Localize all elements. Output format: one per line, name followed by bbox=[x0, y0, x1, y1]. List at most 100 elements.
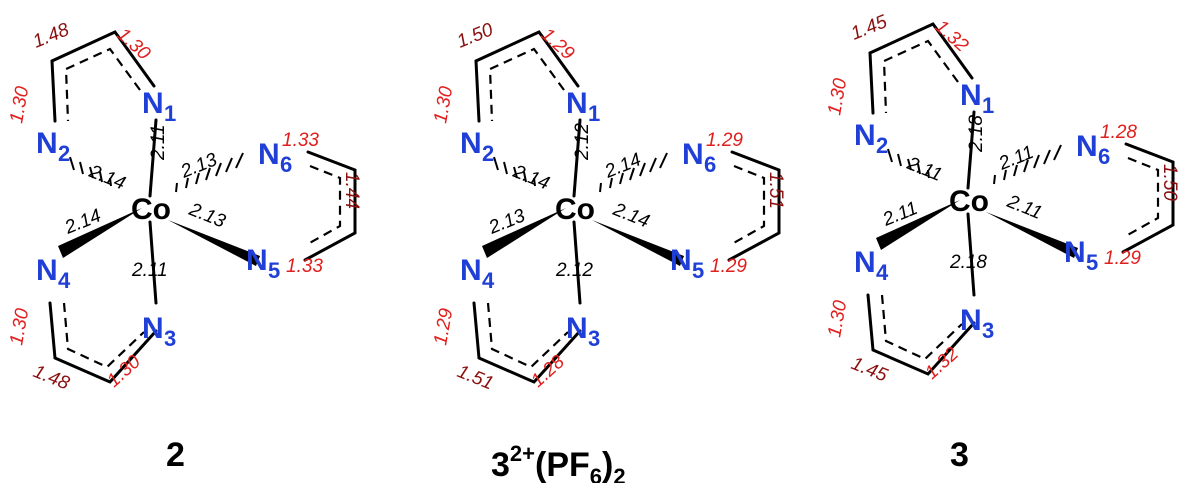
length-bot-cn3: 1.28 bbox=[527, 351, 569, 392]
length-top-cc: 1.48 bbox=[30, 19, 73, 52]
svg-text:6: 6 bbox=[280, 152, 292, 177]
svg-text:N: N bbox=[258, 138, 280, 171]
svg-text:N: N bbox=[142, 87, 164, 120]
distance-co-n5: 2.14 bbox=[609, 199, 652, 233]
svg-text:2: 2 bbox=[876, 133, 888, 158]
length-bot-cn3: 1.32 bbox=[921, 343, 963, 384]
svg-text:N: N bbox=[566, 312, 588, 345]
svg-text:N: N bbox=[682, 138, 704, 171]
svg-text:6: 6 bbox=[704, 152, 716, 177]
svg-text:N: N bbox=[1064, 236, 1086, 269]
svg-text:32+(PF6)2: 32+(PF6)2 bbox=[491, 441, 626, 483]
length-bot-cn4: 1.30 bbox=[6, 306, 33, 346]
svg-text:1: 1 bbox=[982, 93, 994, 118]
length-bot-cc: 1.51 bbox=[454, 361, 496, 394]
svg-text:N: N bbox=[960, 304, 982, 337]
compound-label-3-dication: 32+(PF6)2 bbox=[491, 441, 626, 483]
svg-text:4: 4 bbox=[876, 260, 889, 285]
svg-text:3: 3 bbox=[982, 318, 994, 343]
length-left-cn2: 1.30 bbox=[824, 76, 851, 116]
length-right-cn6: 1.29 bbox=[706, 130, 743, 151]
svg-text:N: N bbox=[36, 127, 58, 160]
length-right-cc: 1.44 bbox=[341, 172, 362, 209]
compound-label-2: 2 bbox=[166, 436, 185, 474]
length-bot-cn4: 1.30 bbox=[824, 298, 851, 338]
cobalt-atom: Co bbox=[131, 193, 171, 226]
svg-text:N: N bbox=[960, 79, 982, 112]
distance-co-n3: 2.12 bbox=[555, 260, 593, 281]
compound-label-3: 3 bbox=[950, 436, 969, 474]
cobalt-atom: Co bbox=[555, 193, 595, 226]
length-right-cc: 1.51 bbox=[765, 172, 786, 209]
length-left-cn2: 1.30 bbox=[6, 84, 33, 124]
length-right-cn5: 1.29 bbox=[1104, 248, 1141, 269]
length-bot-cc: 1.45 bbox=[848, 353, 891, 386]
svg-text:2: 2 bbox=[482, 141, 494, 166]
svg-text:N: N bbox=[460, 127, 482, 160]
svg-text:1: 1 bbox=[588, 101, 600, 126]
svg-text:N: N bbox=[1076, 130, 1098, 163]
svg-text:3: 3 bbox=[588, 326, 600, 351]
distance-co-n5: 2.13 bbox=[185, 199, 228, 233]
distance-co-n2: 2.14 bbox=[85, 161, 128, 195]
length-right-cc: 1.50 bbox=[1159, 164, 1178, 201]
svg-text:N: N bbox=[142, 312, 164, 345]
svg-text:5: 5 bbox=[692, 258, 704, 283]
length-right-cn5: 1.33 bbox=[286, 256, 323, 277]
svg-text:1: 1 bbox=[164, 101, 176, 126]
svg-text:3: 3 bbox=[164, 326, 176, 351]
svg-text:4: 4 bbox=[58, 268, 71, 293]
length-right-cn6: 1.28 bbox=[1100, 122, 1137, 143]
svg-text:2: 2 bbox=[58, 141, 70, 166]
length-left-cn2: 1.30 bbox=[430, 84, 457, 124]
cobalt-atom: Co bbox=[949, 185, 989, 218]
distance-co-n1: 2.11 bbox=[148, 124, 169, 161]
svg-text:N: N bbox=[566, 87, 588, 120]
distance-co-n1: 2.18 bbox=[966, 115, 987, 153]
distance-co-n6: 2.13 bbox=[177, 149, 220, 183]
svg-text:N: N bbox=[460, 254, 482, 287]
length-top-cc: 1.50 bbox=[454, 19, 497, 52]
length-right-cn5: 1.29 bbox=[710, 256, 747, 277]
length-right-cn6: 1.33 bbox=[282, 130, 319, 151]
svg-text:N: N bbox=[854, 246, 876, 279]
svg-text:N: N bbox=[854, 119, 876, 152]
length-top-cc: 1.45 bbox=[848, 11, 891, 44]
distance-co-n2: 2.11 bbox=[903, 153, 945, 186]
length-bot-cn4: 1.29 bbox=[430, 306, 457, 346]
svg-text:N: N bbox=[246, 244, 268, 277]
distance-co-n3: 2.11 bbox=[131, 260, 168, 281]
svg-text:6: 6 bbox=[1098, 144, 1110, 169]
length-bot-cn3: 1.30 bbox=[103, 351, 145, 392]
svg-text:N: N bbox=[36, 254, 58, 287]
distance-co-n3: 2.18 bbox=[949, 252, 987, 273]
svg-text:5: 5 bbox=[1086, 250, 1098, 275]
svg-text:N: N bbox=[670, 244, 692, 277]
length-bot-cc: 1.48 bbox=[30, 361, 73, 394]
distance-co-n1: 2.12 bbox=[572, 123, 593, 161]
svg-text:5: 5 bbox=[268, 258, 280, 283]
distance-co-n5: 2.11 bbox=[1003, 191, 1045, 224]
